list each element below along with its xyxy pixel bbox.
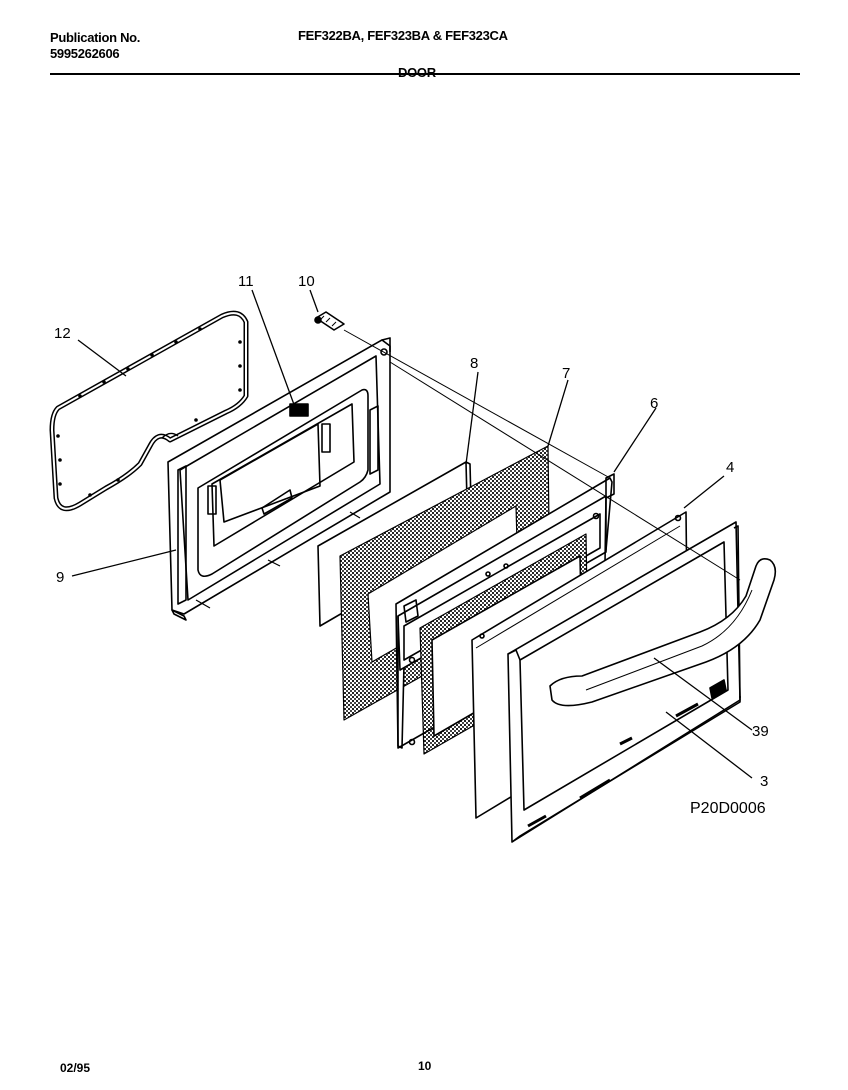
publication-number: 5995262606 <box>50 46 120 61</box>
callout-4: 4 <box>726 459 734 476</box>
callout-11: 11 <box>238 273 254 290</box>
drawing-code: P20D0006 <box>690 800 766 817</box>
door-gasket <box>49 310 249 512</box>
callout-7: 7 <box>562 365 570 382</box>
model-numbers: FEF322BA, FEF323BA & FEF323CA <box>298 28 508 43</box>
footer-date: 02/95 <box>60 1061 91 1075</box>
callout-3: 3 <box>760 773 768 790</box>
inner-door-liner <box>161 337 391 621</box>
callout-10: 10 <box>298 273 315 290</box>
callout-6: 6 <box>650 395 658 412</box>
callout-12: 12 <box>54 325 71 342</box>
header-rule <box>50 73 800 75</box>
callout-39: 39 <box>752 723 769 740</box>
callout-9: 9 <box>56 569 64 586</box>
publication-label: Publication No. <box>50 30 141 45</box>
door-screw <box>314 311 345 331</box>
callout-8: 8 <box>470 355 478 372</box>
page-number: 10 <box>418 1059 432 1073</box>
section-title: DOOR <box>398 66 436 79</box>
door-handle <box>549 558 777 707</box>
leader-lines <box>71 289 753 779</box>
